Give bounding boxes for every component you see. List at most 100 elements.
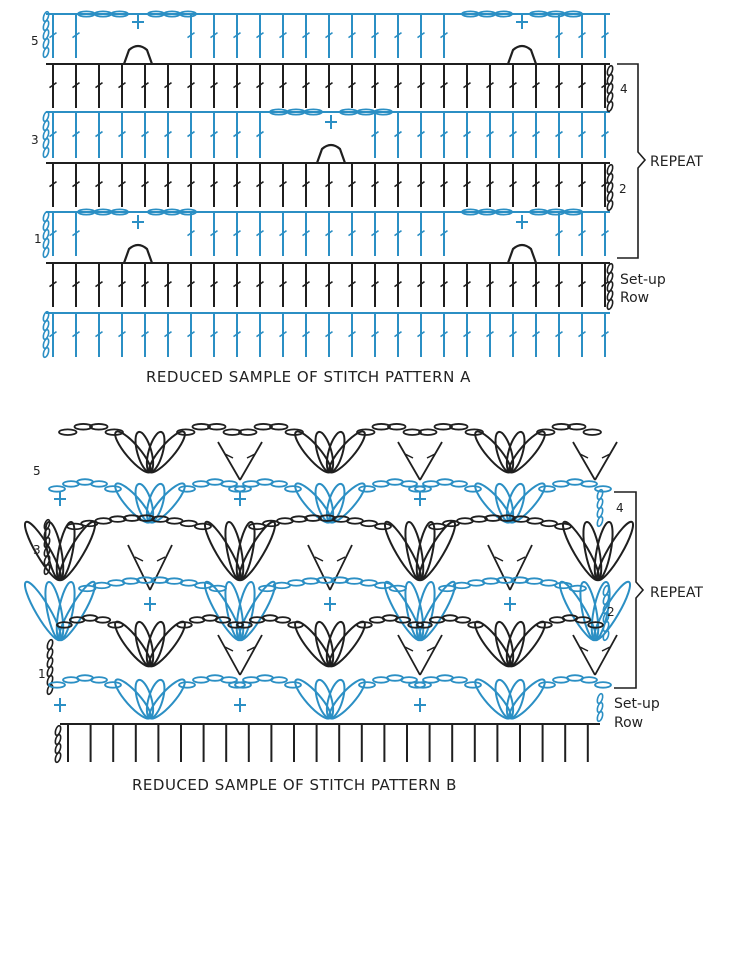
- double-crochet-bar: [210, 130, 218, 138]
- turning-chain-mark: [42, 119, 50, 132]
- double-crochet-bar: [509, 330, 517, 338]
- shell-stitch-mark: [148, 430, 186, 474]
- shell-stitch-mark: [134, 678, 155, 720]
- double-crochet-bar: [417, 180, 425, 188]
- double-crochet-bar: [440, 180, 448, 188]
- double-crochet-bar: [348, 180, 356, 188]
- chain-stitch-mark: [373, 108, 393, 116]
- turning-chain-mark: [606, 163, 614, 176]
- chain-stitch-mark: [287, 621, 304, 629]
- chain-stitch-mark: [269, 423, 289, 431]
- double-crochet-bar: [302, 81, 310, 89]
- chain-stitch-mark: [104, 428, 124, 436]
- double-crochet-bar: [256, 130, 264, 138]
- double-crochet-bar: [233, 229, 241, 237]
- chain-stitch-mark: [563, 10, 583, 18]
- double-crochet-bar: [532, 280, 540, 288]
- double-crochet-bar: [141, 280, 149, 288]
- chain-stitch-mark: [450, 676, 468, 684]
- v-stitch-bar: [404, 453, 414, 459]
- turning-chain-mark: [54, 742, 62, 755]
- double-crochet-bar: [394, 130, 402, 138]
- double-crochet-bar: [210, 31, 218, 39]
- shell-stitch-mark: [325, 678, 346, 720]
- double-crochet-bar: [532, 81, 540, 89]
- double-crochet-bar: [394, 31, 402, 39]
- chain-stitch-mark: [220, 676, 238, 684]
- double-crochet-bar: [463, 130, 471, 138]
- double-crochet-bar: [555, 280, 563, 288]
- shell-stitch-mark: [325, 430, 346, 474]
- turning-chain-mark: [43, 554, 51, 567]
- double-crochet-bar: [371, 330, 379, 338]
- shell-stitch-mark: [592, 580, 632, 642]
- double-crochet-bar: [95, 280, 103, 288]
- chart-b-repeat-label: REPEAT: [650, 585, 703, 601]
- chain-stitch-mark: [89, 423, 109, 431]
- turning-chain-mark: [606, 262, 614, 275]
- chain-stitch-mark: [408, 681, 426, 689]
- cluster-stitch-mark: [122, 243, 154, 264]
- chain-stitch-mark: [236, 621, 253, 629]
- chain-stitch-mark: [73, 423, 93, 431]
- double-crochet-bar: [49, 81, 57, 89]
- double-crochet-bar: [233, 180, 241, 188]
- chain-stitch-mark: [464, 485, 482, 493]
- chain-stitch-mark: [179, 208, 197, 216]
- chain-stitch-mark: [178, 681, 196, 689]
- v-stitch-bar: [134, 556, 144, 562]
- cluster-stitch-mark: [506, 44, 538, 65]
- shell-stitch-mark: [55, 580, 76, 642]
- turning-chain-mark: [54, 733, 62, 746]
- turning-chain-mark: [606, 82, 614, 95]
- chart-b-row-2-label: 2: [607, 605, 615, 619]
- turning-chain-mark: [46, 638, 54, 651]
- double-crochet-bar: [118, 81, 126, 89]
- shell-stitch-mark: [145, 678, 166, 720]
- shell-stitch-mark: [417, 520, 457, 582]
- double-crochet-bar: [417, 81, 425, 89]
- shell-stitch-mark: [328, 678, 366, 720]
- turning-chain-mark: [42, 310, 50, 323]
- chain-stitch-mark: [284, 428, 304, 436]
- turning-chain-mark: [42, 319, 50, 332]
- double-crochet-bar: [509, 81, 517, 89]
- chain-stitch-mark: [178, 485, 196, 493]
- turning-chain-mark: [42, 110, 50, 123]
- chain-stitch-mark: [48, 681, 66, 689]
- double-crochet-bar: [164, 130, 172, 138]
- chain-stitch-mark: [536, 428, 556, 436]
- double-crochet-bar: [394, 229, 402, 237]
- double-crochet-bar: [486, 280, 494, 288]
- double-crochet-bar: [348, 81, 356, 89]
- chain-stitch-mark: [270, 676, 288, 684]
- chain-stitch-mark: [48, 485, 66, 493]
- stitch-chart-b: [23, 423, 635, 764]
- turning-chain-mark: [42, 37, 50, 50]
- chain-stitch-mark: [90, 480, 108, 488]
- shell-stitch-mark: [148, 678, 186, 720]
- shell-stitch-mark: [314, 678, 335, 720]
- double-crochet-bar: [440, 130, 448, 138]
- double-crochet-bar: [601, 130, 609, 138]
- turning-chain-mark: [596, 488, 604, 501]
- shell-stitch-mark: [57, 580, 97, 642]
- double-crochet-bar: [164, 280, 172, 288]
- double-crochet-bar: [555, 130, 563, 138]
- turning-chain-mark: [54, 751, 62, 764]
- double-crochet-bar: [417, 130, 425, 138]
- chain-stitch-mark: [58, 428, 78, 436]
- shell-stitch-mark: [494, 678, 515, 720]
- chain-stitch-mark: [371, 423, 391, 431]
- double-crochet-bar: [118, 330, 126, 338]
- double-crochet-bar: [49, 130, 57, 138]
- v-stitch-mark: [594, 634, 618, 676]
- double-crochet-bar: [49, 31, 57, 39]
- turning-chain-mark: [606, 100, 614, 113]
- double-crochet-bar: [532, 130, 540, 138]
- double-crochet-bar: [463, 180, 471, 188]
- double-crochet-bar: [394, 180, 402, 188]
- double-crochet-bar: [118, 130, 126, 138]
- turning-chain-mark: [46, 656, 54, 669]
